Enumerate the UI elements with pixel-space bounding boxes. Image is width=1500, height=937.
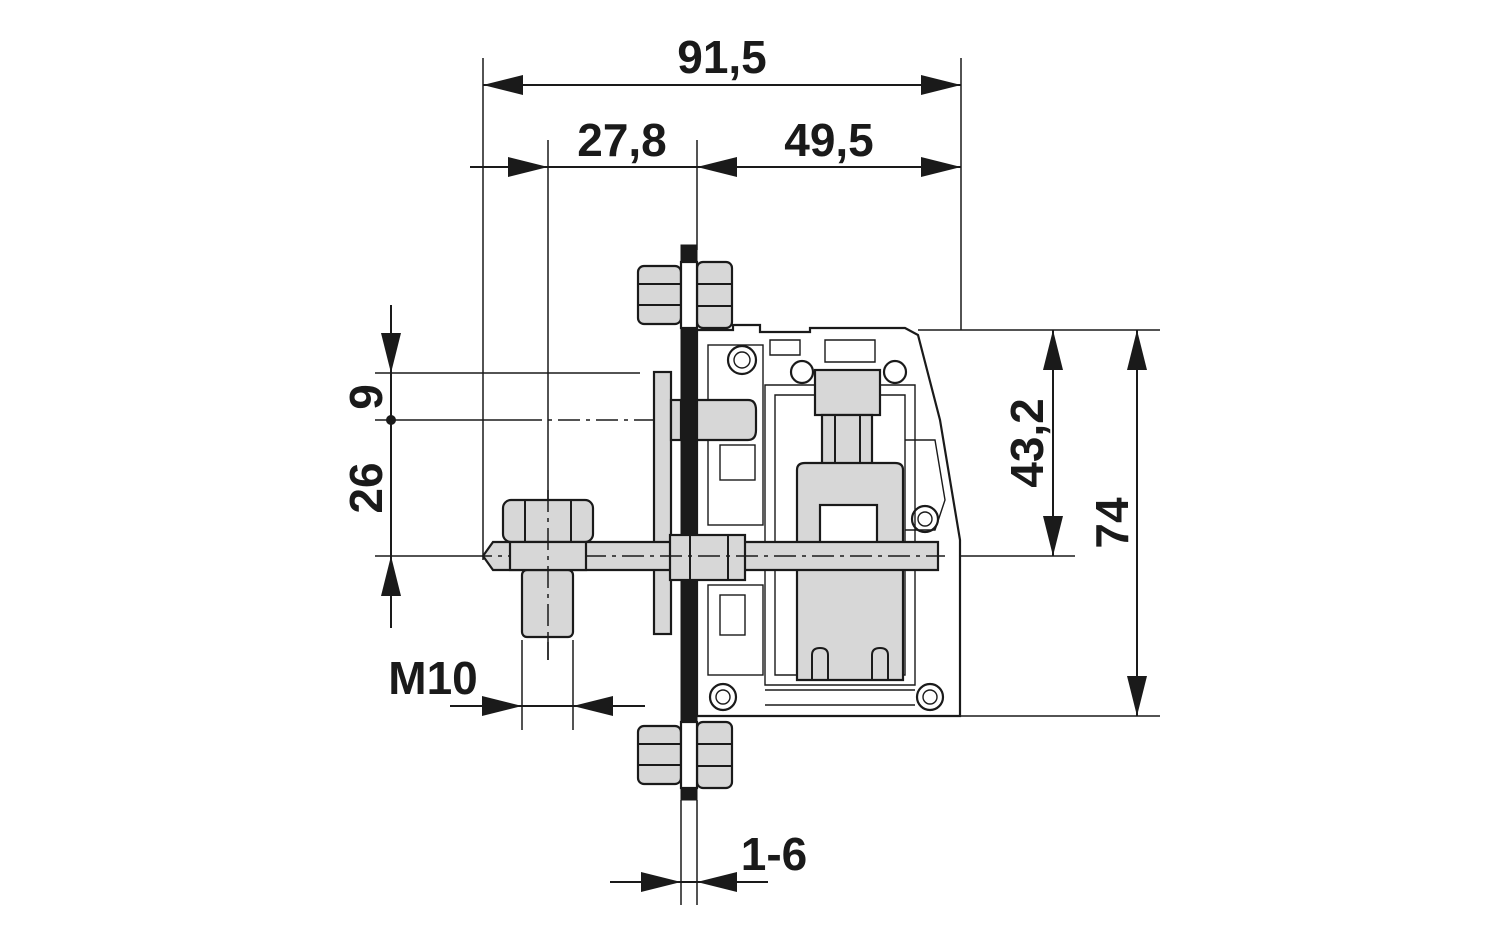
switch-block	[795, 368, 905, 682]
upper-pin	[695, 398, 758, 442]
dimension-label-upper-offset: 9	[340, 384, 392, 410]
dimension-label-lower-offset: 26	[340, 462, 392, 513]
dimension-left-offset: 27,8	[470, 114, 961, 660]
hex-bolt	[501, 490, 595, 660]
dimension-label-left-offset: 27,8	[577, 114, 667, 166]
dimension-label-overall-width: 91,5	[677, 31, 767, 83]
dimension-label-overall-height: 74	[1086, 497, 1138, 549]
dimension-label-right-depth: 49,5	[784, 114, 874, 166]
dimension-panel-thickness: 1-6	[610, 800, 807, 905]
dimension-vertical-right: 43,2 74	[918, 329, 1160, 717]
dimension-vertical-left: 9 26	[340, 305, 770, 628]
dimension-label-panel-thickness: 1-6	[741, 828, 807, 880]
dimension-label-inner-height: 43,2	[1001, 398, 1053, 488]
dimension-right-depth: 49,5	[784, 114, 961, 177]
dimension-overall-width: 91,5	[482, 31, 962, 560]
top-nut-assembly	[636, 260, 734, 330]
dimension-label-thread: M10	[388, 652, 477, 704]
bottom-nut-assembly	[636, 720, 734, 790]
actuator-plate	[652, 370, 683, 636]
dimension-thread: M10	[388, 640, 645, 730]
